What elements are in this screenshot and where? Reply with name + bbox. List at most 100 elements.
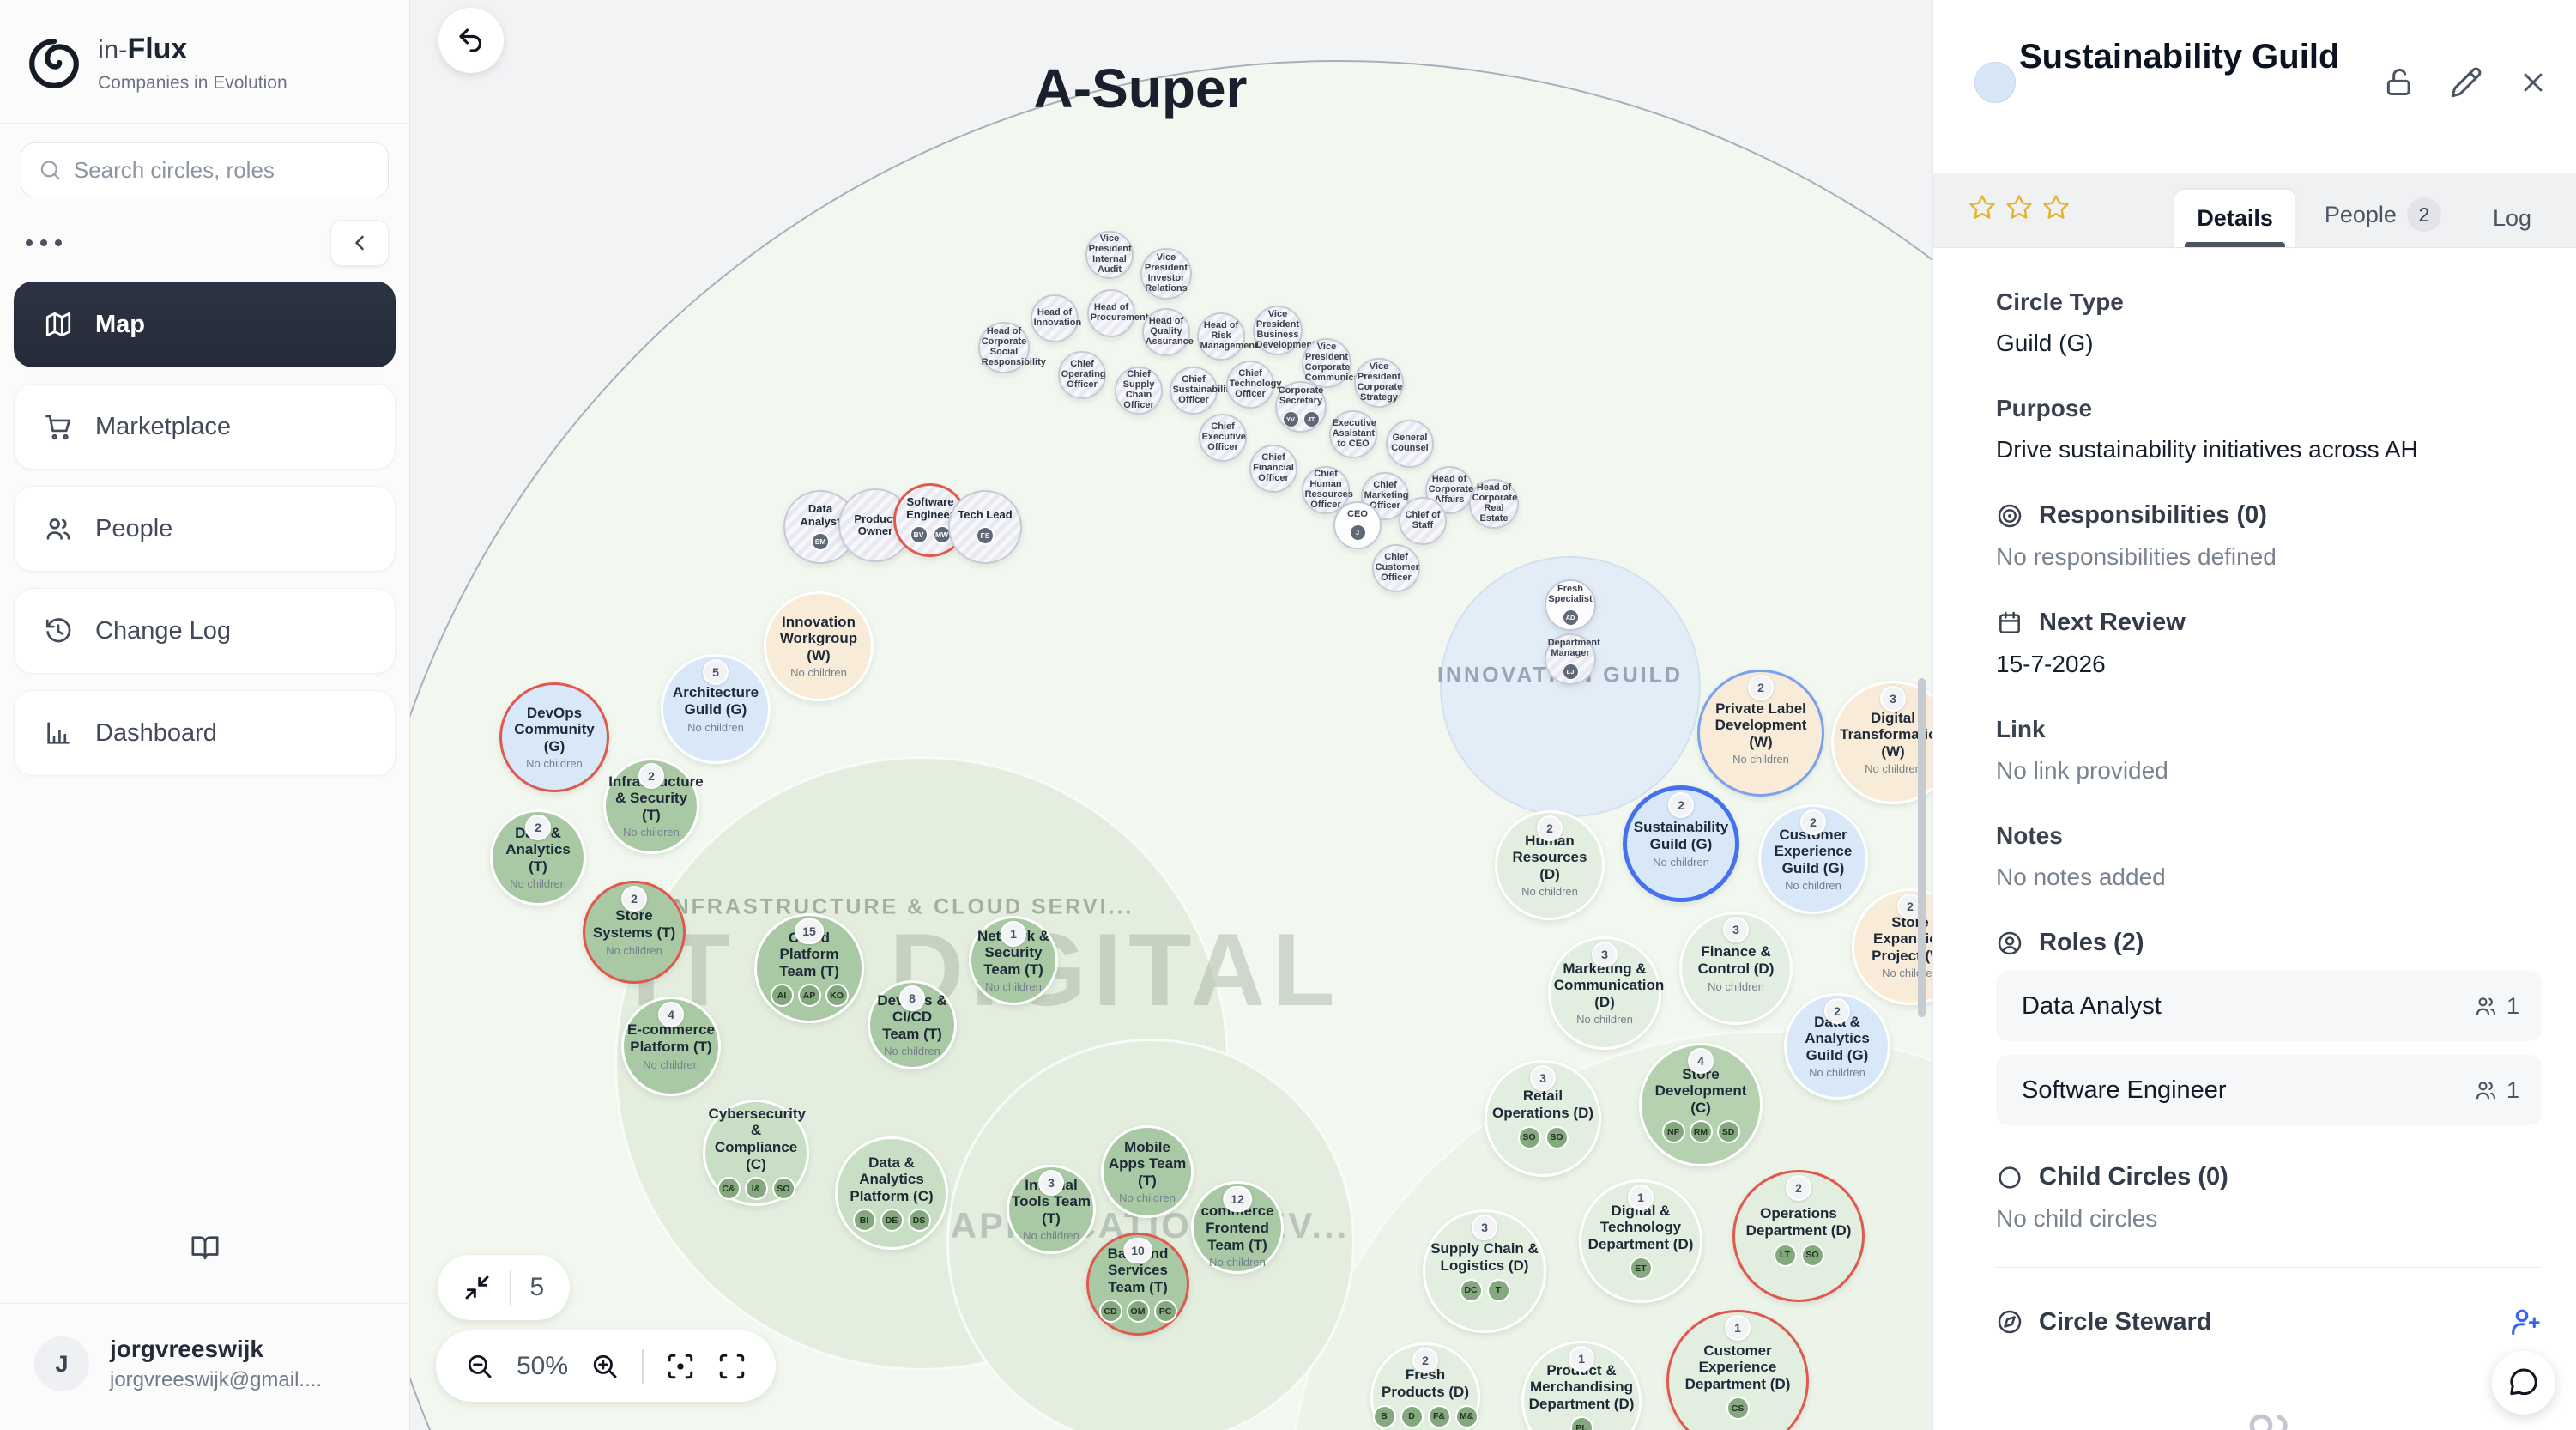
map-circle[interactable]: Vice President Internal Audit [1085,231,1134,279]
map-circle[interactable]: Vice President Investor Relations [1140,248,1192,300]
map-circle[interactable]: 12E-commerce Frontend Team (T)No childre… [1191,1181,1284,1274]
circle-children-note: No children [1653,855,1709,869]
back-button[interactable] [438,8,504,73]
zoom-controls[interactable]: 50% [436,1330,776,1402]
map-circle[interactable]: Chief Financial Officer [1249,445,1297,493]
divider [0,123,409,124]
map-circle[interactable]: Chief Technology Officer [1226,361,1281,409]
zoom-in-icon[interactable] [590,1352,620,1381]
sidebar-item-dashboard[interactable]: Dashboard [14,690,396,776]
map-circle[interactable]: Chief Marketing Officer [1361,472,1409,520]
map-circle[interactable]: 8DevOps & CI/CD Team (T)No children [868,980,957,1069]
map-circle[interactable]: Chief Operating Officer [1058,351,1106,399]
user-profile[interactable]: J jorgvreeswijk jorgvreeswijk@gmail.... [34,1336,322,1392]
sidebar-collapse-button[interactable] [330,220,389,266]
map-circle[interactable]: Head of Risk Management [1197,312,1258,361]
sidebar-item-change-log[interactable]: Change Log [14,588,396,674]
map-circle[interactable]: 2Human Resources (D)No children [1495,810,1605,920]
star-icon[interactable] [2005,193,2034,227]
add-steward-button[interactable] [2509,1306,2542,1338]
map-circle[interactable]: Vice President Corporate Communications [1302,338,1382,388]
map-scrollbar[interactable] [1918,678,1926,1017]
map-circle[interactable]: Vice President Business Development [1253,306,1315,355]
map-circle[interactable]: Chief Customer Officer [1372,544,1420,592]
map-circle[interactable]: Head of Procurement [1087,289,1148,337]
map-circle[interactable]: 2Data & Analytics Guild (G)No children [1784,993,1890,1100]
map-circle[interactable]: 2Customer Experience Guild (G)No childre… [1758,804,1868,914]
map-circle[interactable]: Chief of Staff [1399,497,1447,545]
tab-log[interactable]: Log [2470,190,2554,247]
map-circle[interactable]: Vice President Corporate Strategy [1354,358,1404,408]
map-container-circle[interactable] [1440,556,1701,817]
map-circle[interactable]: DevOps Community (G)No children [499,682,609,792]
map-circle[interactable]: Head of Corporate Real Estate [1469,479,1519,529]
map-circle[interactable]: Innovation Workgroup (W)No children [764,591,874,701]
sidebar-item-people[interactable]: People [14,486,396,572]
unlock-icon[interactable] [2382,65,2416,100]
map-circle[interactable]: Executive Assistant to CEO [1329,410,1377,458]
sidebar-item-map[interactable]: Map [14,282,396,367]
more-options-icon[interactable] [26,239,62,246]
search-box[interactable] [21,142,389,197]
sidebar-item-marketplace[interactable]: Marketplace [14,384,396,470]
map-circle[interactable]: 1Network & Security Team (T)No children [969,916,1058,1005]
map-circle[interactable]: Head of Innovation [1031,294,1081,342]
map-circle[interactable]: 3Internal Tools Team (T)No children [1007,1165,1096,1254]
documentation-icon[interactable] [0,1233,409,1262]
users-icon [2476,1082,2495,1100]
zoom-out-icon[interactable] [465,1352,494,1381]
map-circle[interactable]: 2Infrastructure & Security (T)No childre… [603,758,704,854]
map-circle[interactable]: Chief Supply Chain Officer [1115,367,1163,415]
chat-button[interactable] [2492,1351,2555,1415]
close-icon[interactable] [2516,65,2550,100]
rating-stars[interactable] [1968,193,2071,227]
star-icon[interactable] [1968,193,1997,227]
map-circle[interactable]: Chief Sustainability Officer [1170,367,1234,415]
edit-icon[interactable] [2449,65,2483,100]
fullscreen-icon[interactable] [717,1352,747,1381]
map-circle[interactable]: General Counsel [1386,420,1434,468]
map-circle[interactable]: 2Data & Analytics (T)No children [490,809,586,906]
map-circle[interactable]: Head of Corporate Social Responsibility [978,322,1046,373]
map-circle[interactable]: Cybersecurity & Compliance (C)C&I&SO [703,1100,809,1206]
map-canvas[interactable]: INFRASTRUCTURE & CLOUD SERVI...INNOVATIO… [410,0,1932,1430]
search-input[interactable] [73,156,371,184]
circle-children-note: No children [884,1045,940,1058]
depth-control[interactable]: 5 [438,1255,571,1320]
star-icon[interactable] [2041,193,2071,227]
collapse-all-icon[interactable] [463,1274,491,1301]
map-circle[interactable]: Mobile Apps Team (T)No children [1101,1125,1194,1218]
map-circle[interactable]: Chief Executive Officer [1199,414,1247,462]
map-circle[interactable]: Head of Quality Assurance [1142,308,1194,356]
focus-icon[interactable] [666,1352,695,1381]
circle-label: Private Label Development (W) [1714,700,1807,750]
tab-details[interactable]: Details [2174,190,2295,247]
